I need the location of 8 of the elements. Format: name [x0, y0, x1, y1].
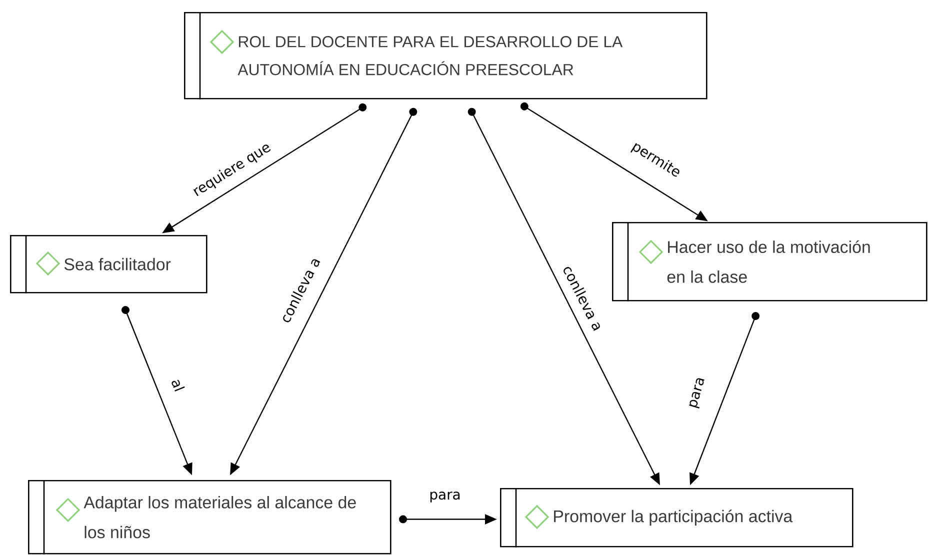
concept-box: Adaptar los materiales al alcance de los niños: [28, 480, 392, 554]
edge-label: para: [428, 490, 462, 504]
concept-box: Sea facilitador: [10, 234, 208, 294]
edge-label: al: [169, 376, 187, 394]
edge-label: para: [687, 375, 709, 411]
concept-box: Hacer uso de la motivación en la clase: [612, 222, 928, 302]
concept-box: ROL DEL DOCENTE PARA EL DESARROLLO DE LA AUTONOMÍA EN EDUCACIÓN PREESCOLAR: [184, 12, 708, 100]
concept-box: Promover la participación activa: [500, 488, 854, 548]
